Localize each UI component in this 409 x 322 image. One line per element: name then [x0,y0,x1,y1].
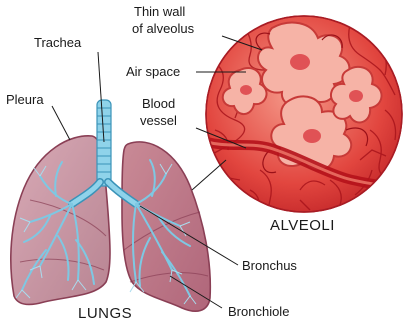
air-space-center-3 [349,90,363,102]
air-space-center-1 [290,54,310,70]
trachea [97,100,111,186]
label-blood-vessel-line1: Blood [142,96,175,111]
label-thin-wall-line2: of alveolus [132,21,195,36]
air-space-center-4 [240,85,252,95]
trachea-tube [97,100,111,186]
label-blood-vessel-line2: vessel [140,113,177,128]
alveoli-magnified-view [200,16,409,213]
label-lungs: LUNGS [78,305,132,322]
leader-lung-to-alveoli [192,160,226,190]
label-trachea: Trachea [34,35,82,50]
leader-pleura [52,106,70,140]
label-air-space: Air space [126,64,180,79]
label-alveoli: ALVEOLI [270,217,335,234]
label-bronchiole: Bronchiole [228,304,289,319]
label-pleura: Pleura [6,92,44,107]
lungs-illustration [11,100,210,311]
label-thin-wall-line1: Thin wall [134,4,185,19]
label-bronchus: Bronchus [242,258,297,273]
air-space-center-2 [303,129,321,143]
